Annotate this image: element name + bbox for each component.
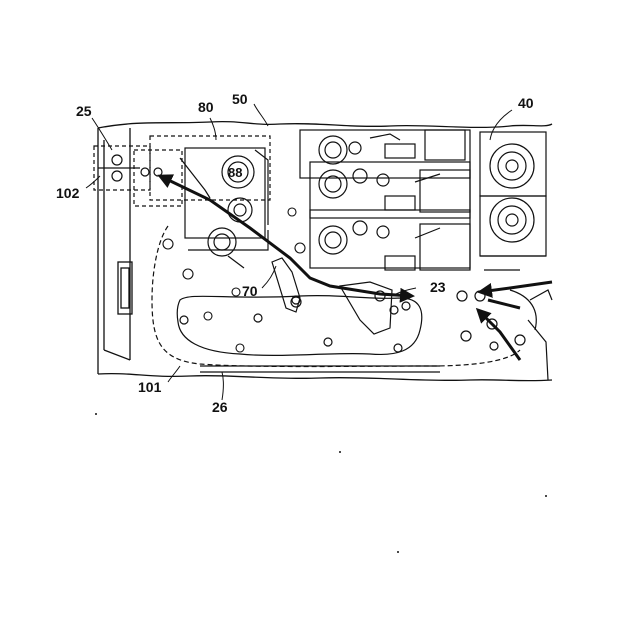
label-25: 25 bbox=[76, 103, 92, 119]
flow-arrow-main bbox=[160, 176, 412, 296]
label-88: 88 bbox=[228, 165, 242, 180]
transfer-belt bbox=[177, 296, 422, 356]
label-40: 40 bbox=[518, 95, 534, 111]
label-80: 80 bbox=[198, 99, 214, 115]
label-23: 23 bbox=[430, 279, 446, 295]
toner-cartridges bbox=[480, 132, 546, 270]
label-50: 50 bbox=[232, 91, 248, 107]
fixing-unit bbox=[150, 136, 270, 268]
label-102: 102 bbox=[56, 185, 80, 201]
specks bbox=[95, 413, 547, 553]
label-101: 101 bbox=[138, 379, 162, 395]
image-station-1 bbox=[300, 130, 470, 178]
image-station-3 bbox=[310, 210, 470, 270]
discharge-section bbox=[94, 146, 182, 206]
label-26: 26 bbox=[212, 399, 228, 415]
label-70: 70 bbox=[242, 283, 258, 299]
rollers bbox=[163, 208, 305, 352]
